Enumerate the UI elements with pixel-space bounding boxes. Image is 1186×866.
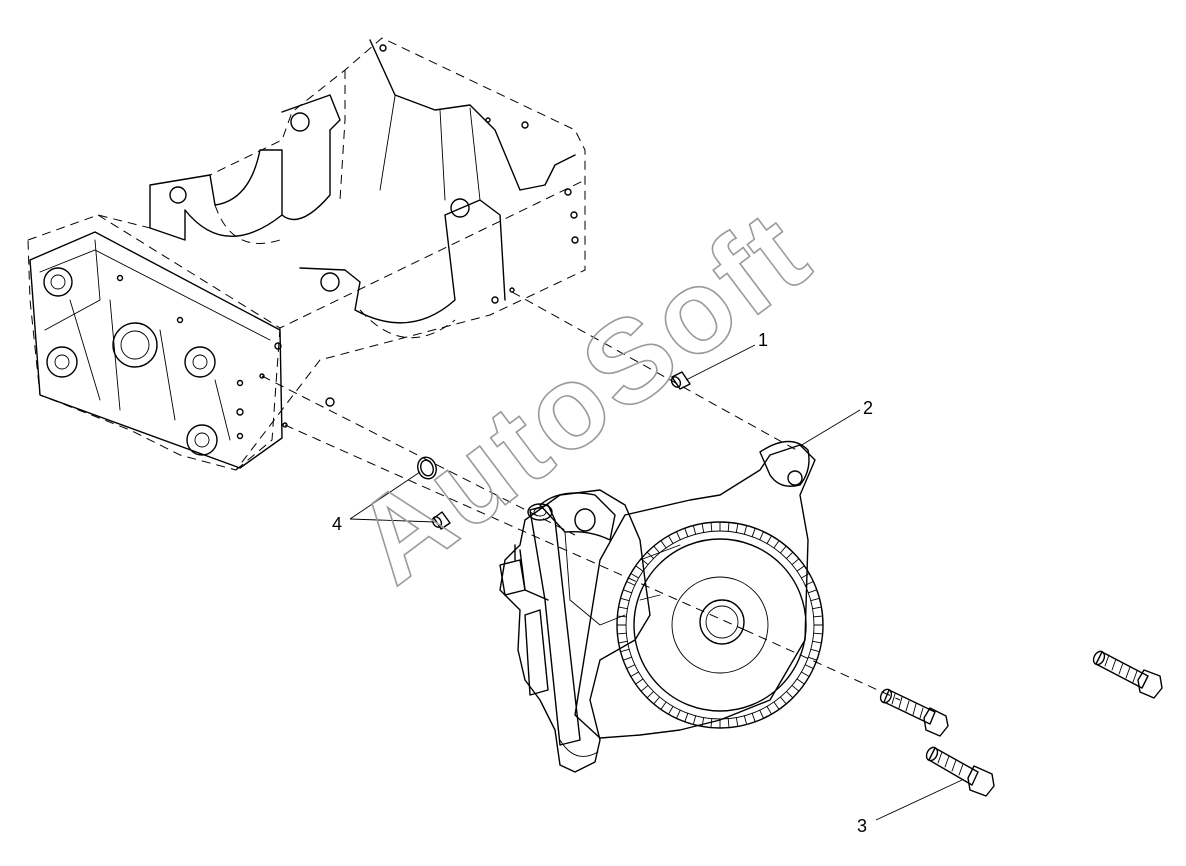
gear-tooth xyxy=(618,640,628,644)
callout-1: 1 xyxy=(758,330,768,350)
gear-tooth xyxy=(791,558,800,566)
gear-tooth xyxy=(626,664,636,669)
gear-tooth xyxy=(684,527,689,538)
gear-tooth xyxy=(786,551,794,559)
callouts: 1 2 3 4 xyxy=(332,330,963,836)
gear-tooth xyxy=(630,573,640,579)
bolt-b xyxy=(925,746,995,797)
callout-4: 4 xyxy=(332,514,342,534)
gear-tooth xyxy=(796,565,805,572)
gear-tooth xyxy=(701,717,705,727)
gear-tooth xyxy=(618,606,628,610)
watermark-text: AutoSoft xyxy=(331,184,834,608)
gear-tooth xyxy=(646,691,654,699)
gear-tooth xyxy=(751,527,756,538)
gear-tooth xyxy=(773,701,780,710)
assembly-center-lines xyxy=(261,291,901,701)
gear-tooth xyxy=(620,597,630,602)
dowel-pin-lower xyxy=(431,511,451,530)
gear-tooth xyxy=(635,565,644,572)
gear-tooth xyxy=(779,545,787,554)
gear-tooth xyxy=(743,525,748,535)
gear-tooth xyxy=(668,535,674,545)
gear-tooth xyxy=(668,705,674,715)
bolts-part-3 xyxy=(879,650,1163,797)
gear-tooth xyxy=(684,712,689,723)
gear-tooth xyxy=(759,709,764,719)
gear-tooth xyxy=(804,664,814,669)
gear-tooth xyxy=(676,531,681,541)
gear-tooth xyxy=(692,715,697,725)
gear-tooth xyxy=(813,615,824,618)
gear-tooth xyxy=(710,718,713,729)
gear-tooth xyxy=(727,718,730,729)
gear-tooth xyxy=(660,701,667,710)
gear-tooth xyxy=(807,589,818,594)
dowel-pin-part-1 xyxy=(670,371,691,390)
gear-tooth xyxy=(630,671,640,677)
gear-tooth xyxy=(735,717,739,727)
gear-tooth xyxy=(751,712,756,723)
gear-tooth xyxy=(812,606,822,610)
gear-tooth xyxy=(813,632,824,635)
gear-tooth xyxy=(800,573,810,579)
gear-tooth xyxy=(810,648,820,653)
bolt-a xyxy=(879,688,949,737)
gear-tooth xyxy=(810,597,820,602)
gear-tooth xyxy=(791,684,800,692)
gear-tooth xyxy=(759,531,764,541)
gear-tooth xyxy=(653,545,661,554)
gear-tooth xyxy=(616,632,627,635)
gear-tooth xyxy=(676,709,681,719)
gear-tooth xyxy=(640,684,649,692)
gear-tooth xyxy=(796,678,805,685)
pump-drive-gear xyxy=(616,521,824,729)
gear-tooth xyxy=(622,589,633,594)
gear-tooth xyxy=(646,551,654,559)
gear-tooth xyxy=(743,715,748,725)
gear-tooth xyxy=(701,523,705,533)
gear-tooth xyxy=(766,705,772,715)
gear-tooth xyxy=(692,525,697,535)
gear-tooth xyxy=(727,521,730,532)
gear-tooth xyxy=(800,671,810,677)
gear-tooth xyxy=(653,696,661,705)
o-ring-part-4 xyxy=(417,456,437,480)
callout-2: 2 xyxy=(863,398,873,418)
gear-tooth xyxy=(807,656,818,661)
gear-tooth xyxy=(635,678,644,685)
gear-tooth xyxy=(804,581,814,586)
gear-tooth xyxy=(779,696,787,705)
gear-tooth xyxy=(660,540,667,549)
callout-3: 3 xyxy=(857,816,867,836)
gear-tooth xyxy=(786,691,794,699)
gear-tooth xyxy=(766,535,772,545)
gear-tooth xyxy=(710,521,713,532)
gear-tooth xyxy=(735,523,739,533)
engine-block xyxy=(27,37,586,471)
gear-tooth xyxy=(622,656,633,661)
gear-tooth xyxy=(812,640,822,644)
gear-tooth xyxy=(773,540,780,549)
gear-tooth xyxy=(626,581,636,586)
bolt-c xyxy=(1092,650,1163,699)
gear-tooth xyxy=(620,648,630,653)
oil-pump-assembly-part-2 xyxy=(499,440,824,773)
